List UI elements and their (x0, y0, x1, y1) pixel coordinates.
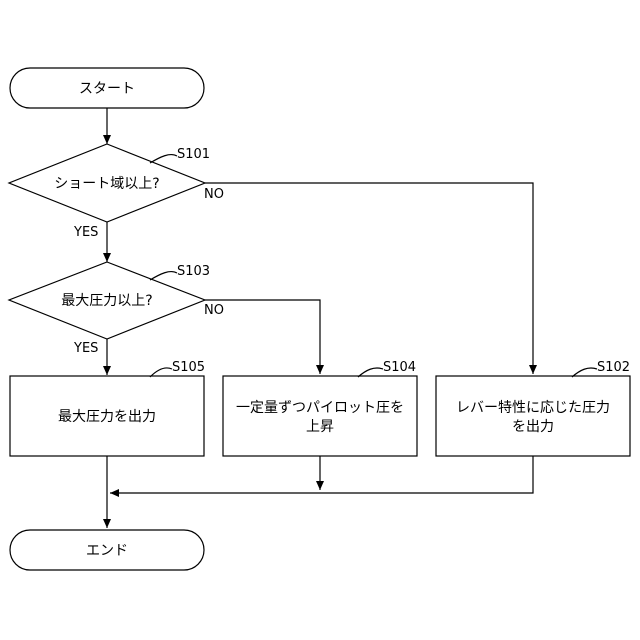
connector-s101-no-to-s102 (205, 183, 533, 374)
process-s102-label-line1: レバー特性に応じた圧力 (456, 400, 610, 416)
edge-s103-yes-label: YES (73, 341, 98, 356)
edge-s101-yes-label: YES (73, 225, 98, 240)
process-s102-label-line2: を出力 (512, 419, 554, 435)
step-s103-leader (150, 272, 177, 280)
step-s105-id: S105 (172, 360, 205, 375)
process-s104-label-line2: 上昇 (306, 419, 334, 435)
connector-s102-to-merge (110, 456, 533, 493)
process-s105-label: 最大圧力を出力 (58, 409, 156, 425)
process-s104 (223, 376, 417, 456)
start-label: スタート (79, 81, 135, 97)
edge-s103-no-label: NO (204, 303, 224, 318)
step-s103-id: S103 (177, 264, 210, 279)
step-s101-leader (150, 155, 177, 163)
step-s104-id: S104 (383, 360, 416, 375)
process-s102 (436, 376, 630, 456)
step-s101-id: S101 (177, 147, 210, 162)
edge-s101-no-label: NO (204, 187, 224, 202)
decision-s101-label: ショート域以上? (54, 176, 159, 192)
step-s102-id: S102 (597, 360, 630, 375)
process-s104-label-line1: 一定量ずつパイロット圧を (236, 400, 404, 416)
end-label: エンド (86, 543, 128, 559)
decision-s103-label: 最大圧力以上? (61, 293, 152, 309)
